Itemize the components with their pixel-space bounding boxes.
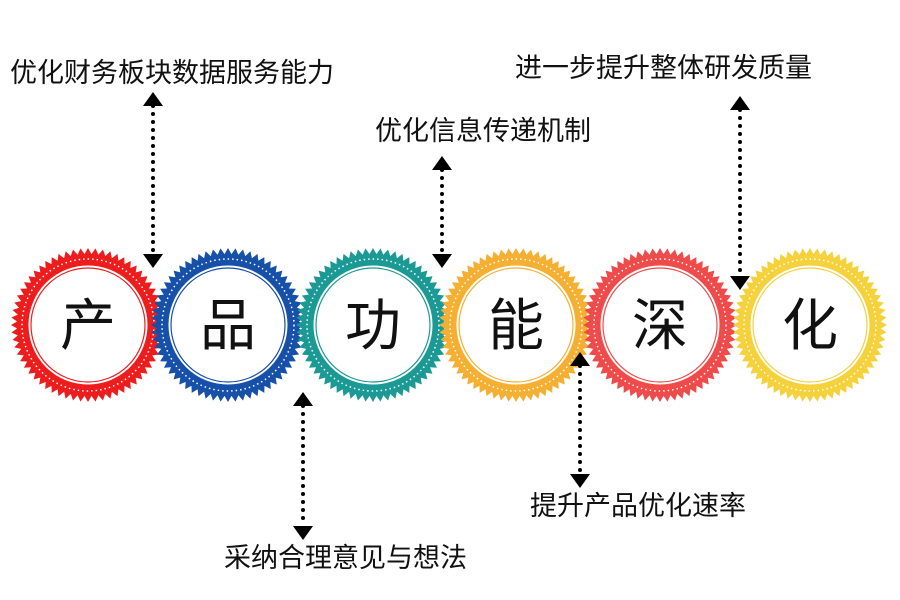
gear-character: 品 xyxy=(200,294,256,359)
gear-1: 产 xyxy=(11,248,165,402)
arrow-rate-icon xyxy=(570,352,590,488)
gear-character: 产 xyxy=(60,294,116,359)
gear-character: 功 xyxy=(345,294,401,359)
gear-2: 品 xyxy=(151,248,305,402)
arrow-opinions-icon xyxy=(293,392,313,540)
label-optimization-rate: 提升产品优化速率 xyxy=(530,491,746,522)
gear-5: 深 xyxy=(583,248,737,402)
gear-character: 化 xyxy=(782,294,838,359)
gear-6: 化 xyxy=(733,248,887,402)
arrow-finance-icon xyxy=(143,92,163,268)
label-adopt-opinions: 采纳合理意见与想法 xyxy=(224,543,467,574)
label-info-transfer: 优化信息传递机制 xyxy=(375,116,591,147)
arrow-info-icon xyxy=(432,156,452,268)
gear-character: 能 xyxy=(488,294,544,359)
gear-3: 功 xyxy=(296,248,450,402)
gear-character: 深 xyxy=(632,294,688,359)
gear-4: 能 xyxy=(439,248,593,402)
label-rd-quality: 进一步提升整体研发质量 xyxy=(515,53,812,84)
label-finance-data: 优化财务板块数据服务能力 xyxy=(10,58,334,89)
arrow-rd-icon xyxy=(730,96,750,290)
